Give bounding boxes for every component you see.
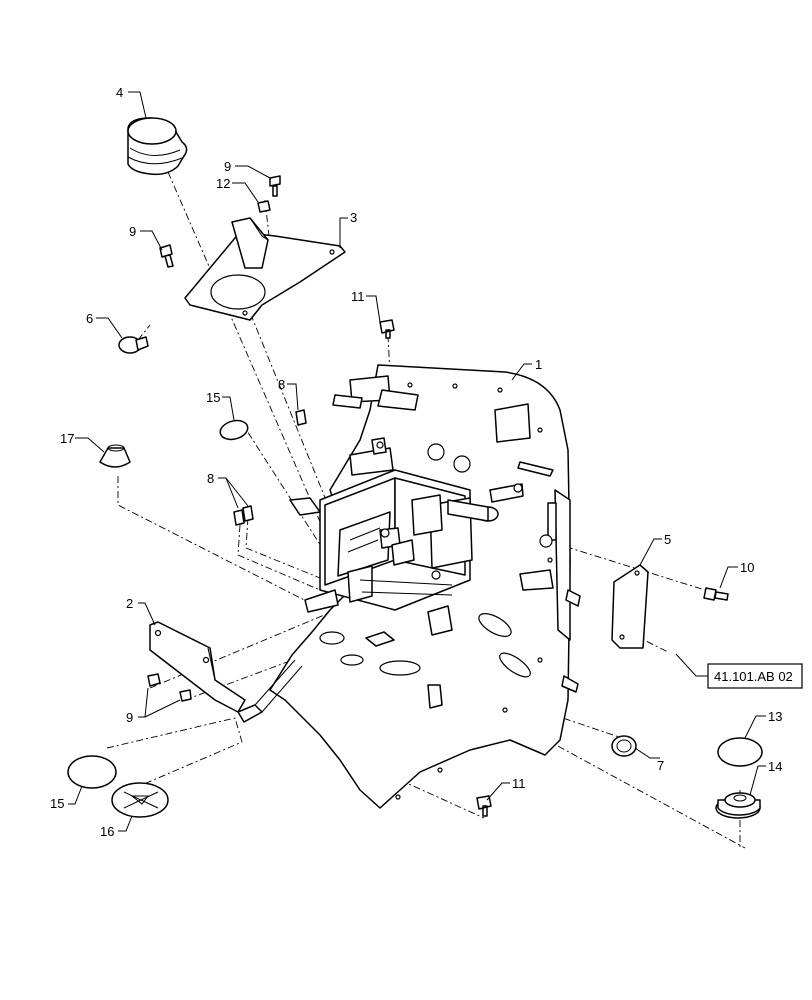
callout-10: 10 [740, 560, 754, 575]
callout-6: 6 [86, 311, 93, 326]
lower-plate [149, 621, 246, 713]
callout-9-left: 9 [129, 224, 136, 239]
callout-2: 2 [126, 596, 133, 611]
callout-9-bottom: 9 [126, 710, 133, 725]
support-bar [237, 704, 263, 723]
cap [717, 737, 763, 767]
shift-plate [184, 217, 346, 321]
callout-13: 13 [768, 709, 782, 724]
callout-17: 17 [60, 431, 74, 446]
clip [233, 509, 245, 526]
plug-lower [67, 755, 117, 789]
bracket-cover [611, 564, 649, 649]
callout-5: 5 [664, 532, 671, 547]
bolt [179, 689, 192, 702]
callout-12: 12 [216, 176, 230, 191]
callout-7: 7 [657, 758, 664, 773]
center-bracket-assembly [289, 437, 524, 636]
callout-9-top: 9 [224, 159, 231, 174]
hardware [67, 175, 763, 819]
clip [295, 409, 307, 426]
callout-3: 3 [350, 210, 357, 225]
callout-16: 16 [100, 824, 114, 839]
callouts: 4 9 12 9 3 6 11 1 8 15 17 8 5 10 2 9 7 1… [50, 85, 782, 839]
callout-11-bottom: 11 [512, 776, 526, 791]
bolt [269, 175, 281, 197]
clip [242, 505, 254, 522]
callout-14: 14 [768, 759, 782, 774]
grommet-17 [99, 444, 131, 468]
reference-link[interactable]: 41.101.AB 02 [707, 663, 803, 689]
grommet [611, 735, 637, 757]
callout-11-top: 11 [351, 289, 365, 304]
oval-cover [111, 782, 169, 818]
callout-8-top: 8 [278, 377, 285, 392]
bolt-10 [703, 587, 729, 601]
plug-upper [219, 419, 249, 441]
callout-8-mid: 8 [207, 471, 214, 486]
leader-lines [68, 91, 766, 832]
callout-1: 1 [535, 357, 542, 372]
knob [118, 336, 149, 354]
bolt [147, 673, 161, 687]
reference-label[interactable]: 41.101.AB 02 [714, 669, 793, 684]
large-grommet [715, 792, 761, 819]
callout-4: 4 [116, 85, 123, 100]
bolt-11 [379, 319, 395, 339]
bolt [159, 244, 174, 268]
bolt-11 [476, 795, 492, 817]
nut-12 [257, 200, 271, 213]
boot [127, 117, 188, 176]
callout-15-bottom: 15 [50, 796, 64, 811]
callout-15-top: 15 [206, 390, 220, 405]
